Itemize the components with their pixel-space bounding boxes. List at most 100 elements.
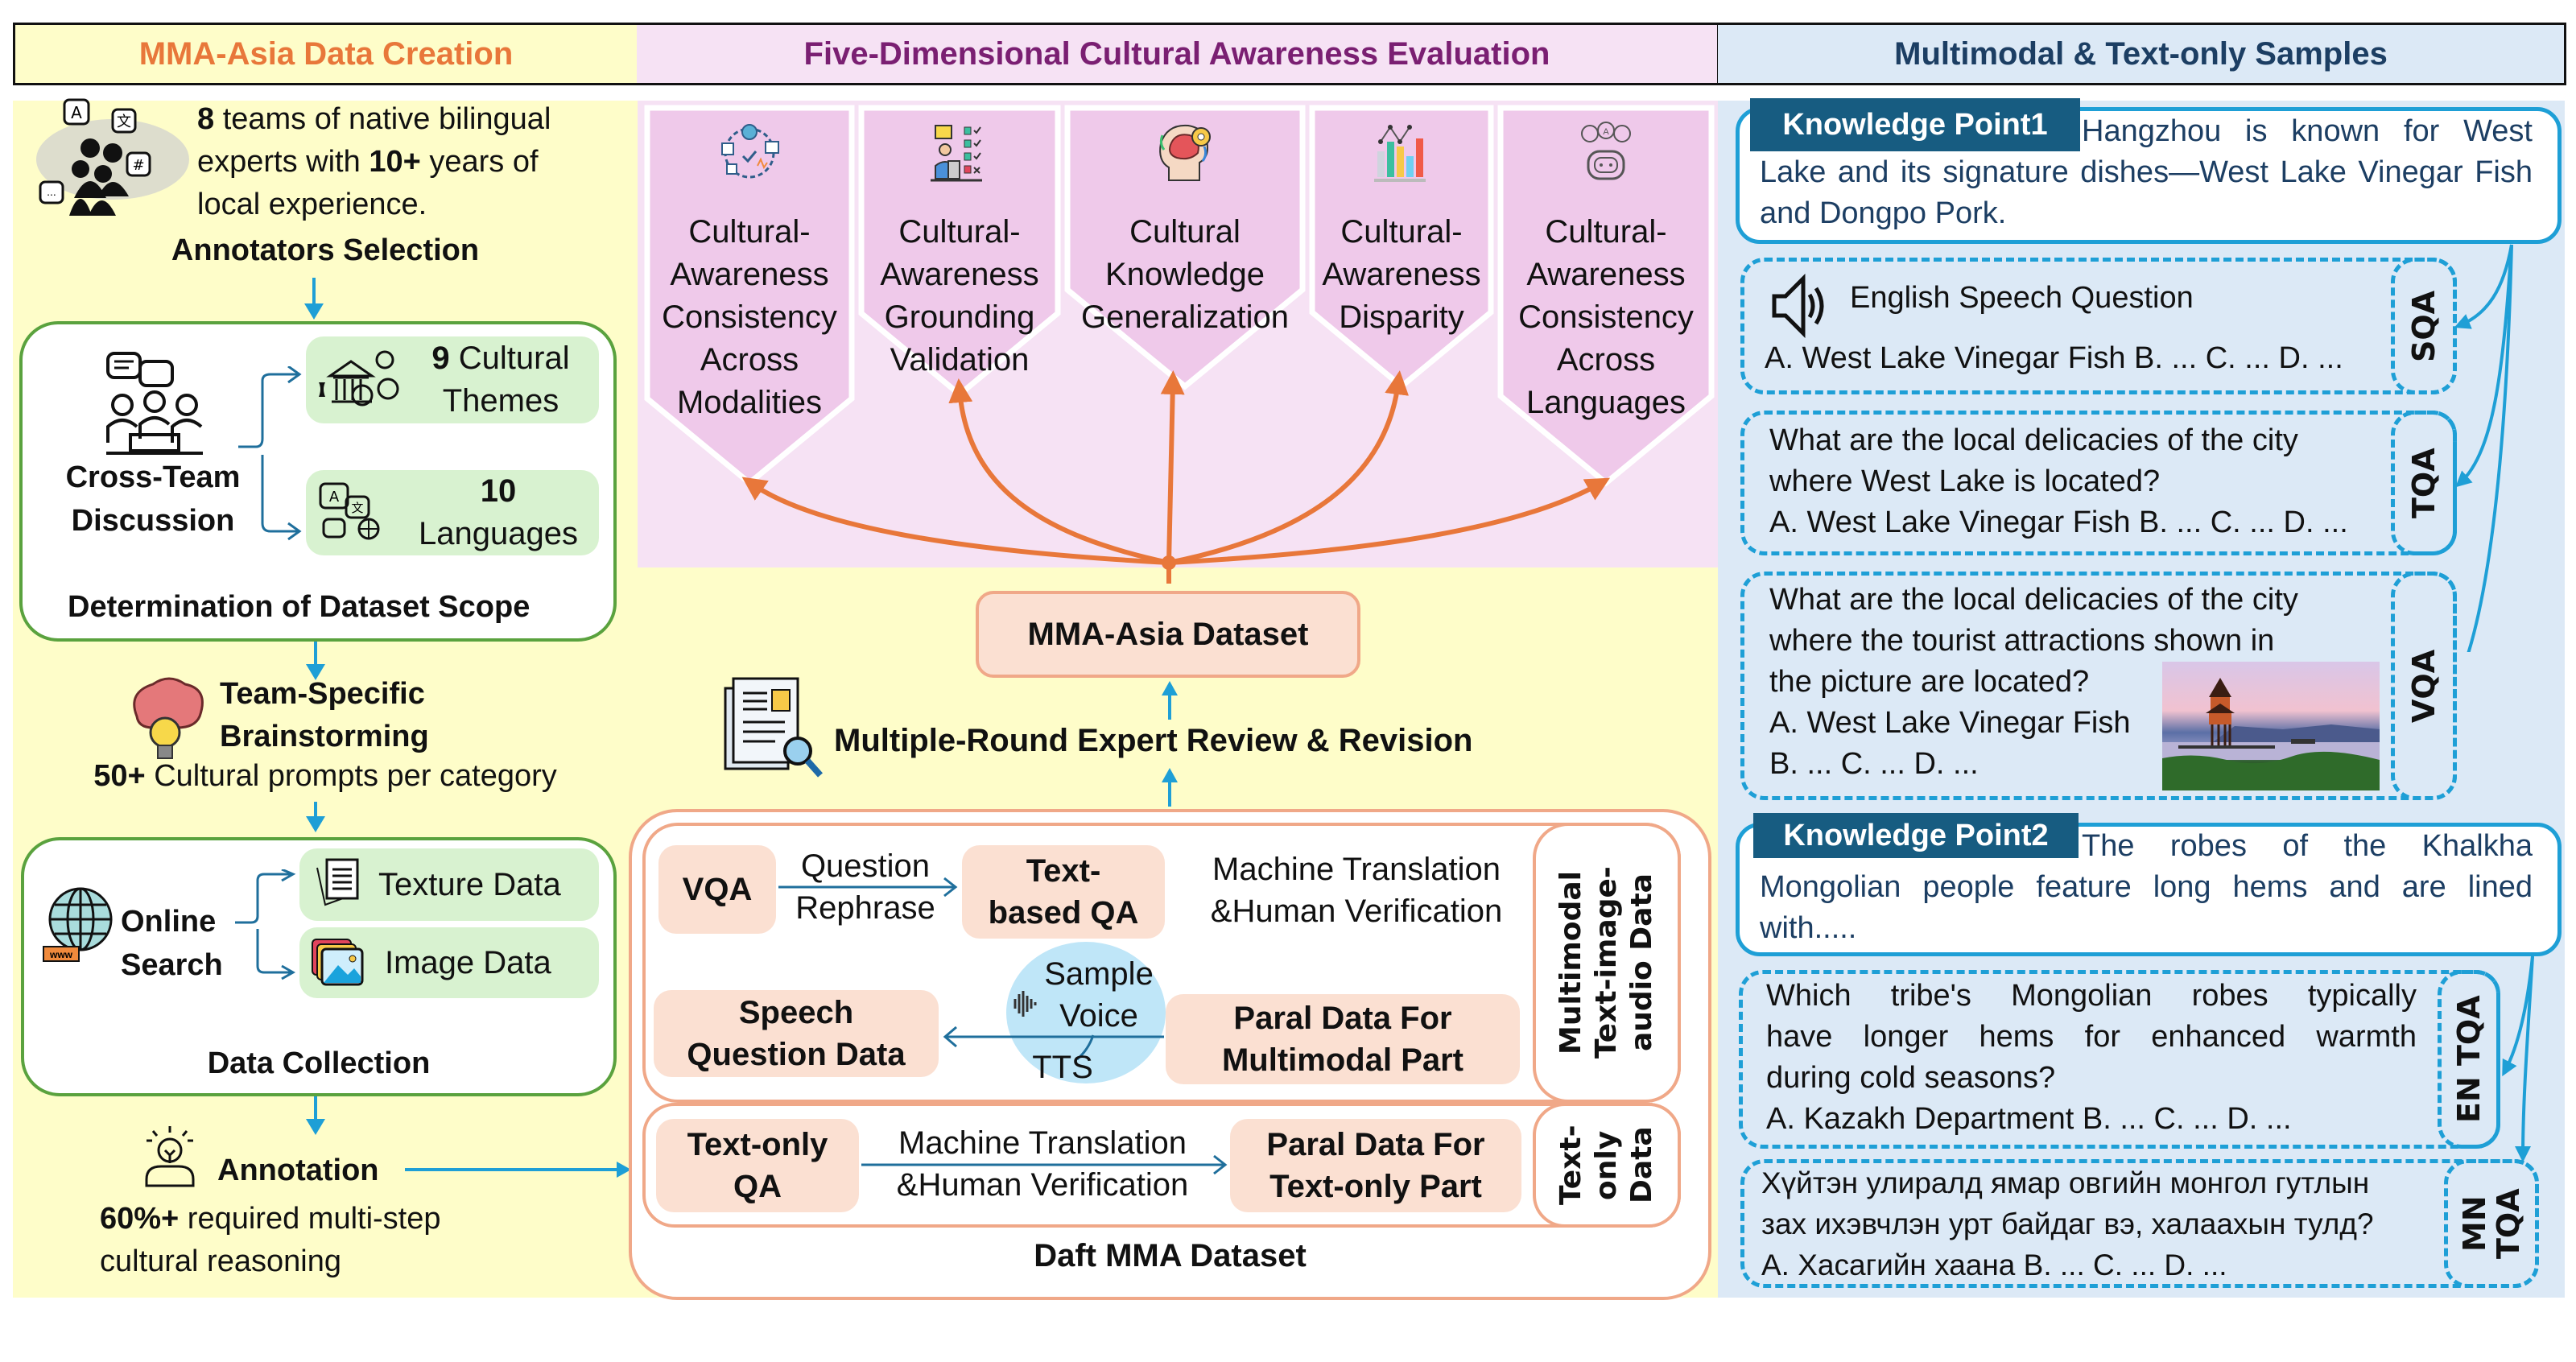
dimension-label-line: Generalization: [1081, 299, 1289, 335]
tqa-options: A. West Lake Vinegar Fish B. ... C. ... …: [1769, 506, 2348, 539]
brain-gear-icon: [1159, 124, 1211, 181]
to-side-line-2: only: [1590, 1130, 1623, 1200]
vqa-line-1: What are the local delicacies of the cit…: [1769, 583, 2298, 617]
mn-label-1: MN: [2457, 1195, 2492, 1252]
annotators-selection-title: Annotators Selection: [171, 233, 480, 267]
review-arrowhead: [1162, 681, 1178, 695]
dimension-label-line: Validation: [890, 342, 1030, 378]
expert-review-label: Multiple-Round Expert Review & Revision: [834, 723, 1473, 758]
dimension-label-line: Cultural-: [898, 214, 1021, 250]
sqa-label: SQA: [2406, 290, 2442, 362]
data-creation-header: MMA-Asia Data Creation: [13, 23, 639, 85]
mt-verification-label-1: Machine Translation&Human Verification: [1183, 848, 1530, 932]
dimension-label-line: Knowledge: [1105, 257, 1265, 292]
svg-text:A: A: [1603, 127, 1609, 137]
en-tqa-label-box: EN TQA: [2438, 970, 2500, 1149]
dimension-label-line: Awareness: [1322, 257, 1481, 292]
mt1-line-1: Machine Translation: [1212, 852, 1501, 887]
annotation-to-draft-arrow: [405, 1168, 618, 1171]
texture-data-box: Texture Data: [299, 848, 599, 921]
speaker-icon: [1772, 274, 1824, 338]
rephrase-line-1: Question: [800, 848, 931, 884]
data-collection-title: Data Collection: [207, 1046, 431, 1080]
vqa-line-3: the picture are located?: [1769, 665, 2090, 699]
arrow-to-dim-5: [1168, 477, 1611, 565]
speech-line-2: Question Data: [687, 1037, 906, 1072]
tqa-line-2: where West Lake is located?: [1769, 464, 2161, 498]
en-tqa-question-text: Which tribe's Mongolian robes typically …: [1766, 976, 2417, 1140]
discussion-line-1: Cross-Team: [65, 460, 241, 494]
dimension-card-shape: [644, 105, 855, 487]
brainstorm-title: Team-Specific Brainstorming: [220, 673, 542, 758]
dimension-card-shape: [1497, 105, 1715, 487]
document-icon: [316, 858, 359, 906]
svg-text:www: www: [49, 949, 73, 960]
waveform-icon: [1013, 991, 1037, 1017]
flow-arrow-1: [304, 278, 324, 320]
to-side-line-3: Data: [1625, 1126, 1658, 1204]
dimension-label-line: Across: [700, 342, 799, 378]
knowledge-point-1-text: Hangzhou is known for West Lake and its …: [1760, 114, 2533, 230]
textonly-line-1: Text-only: [687, 1127, 828, 1162]
brainstorm-desc-text: Cultural prompts per category: [145, 759, 557, 793]
texture-data-label: Texture Data: [378, 866, 561, 902]
vqa-options-bcd: B. ... C. ... D. ...: [1769, 747, 1979, 781]
sample-voice-line-1: Sample: [1044, 956, 1154, 992]
annotators-icon: A 文 # ...: [32, 95, 193, 224]
discussion-icon: [98, 342, 211, 455]
kp1-connector-arrows: [2454, 244, 2513, 652]
multimodal-icon: [721, 124, 779, 179]
annotators-description: 8 teams of native bilingual experts with…: [197, 98, 608, 226]
mn-tqa-line-1: Хүйтэн улиралд ямар овгийн монгол гутлын: [1761, 1166, 2370, 1199]
dimension-label-line: Cultural-: [1545, 214, 1667, 250]
search-line-1: Online: [121, 905, 217, 939]
cultural-themes-box: 9 Cultural Themes: [306, 336, 599, 423]
tts-label: TTS: [1032, 1050, 1093, 1085]
dimension-label-line: Modalities: [676, 385, 823, 420]
text-qa-line-1: Text-: [1026, 853, 1101, 889]
text-only-translation-arrow: [861, 1154, 1228, 1175]
en-tqa-line-2: have longer hems for enhanced warmth: [1766, 1020, 2417, 1054]
themes-count: 9: [431, 340, 450, 376]
dimension-label-line: Cultural-: [688, 214, 811, 250]
search-line-2: Search: [121, 948, 223, 982]
dimension-label-line: Cultural: [1129, 214, 1241, 250]
sample-voice-bubble: [1006, 942, 1166, 1083]
mt2-line-1: Machine Translation: [898, 1125, 1187, 1161]
rephrase-line-2: Rephrase: [795, 890, 935, 926]
tqa-question-text: What are the local delicacies of the cit…: [1769, 420, 2389, 543]
mm-side-line-1: Multimodal: [1554, 871, 1587, 1055]
kp2-connector-arrows: [2502, 955, 2534, 1162]
data-creation-panel: [13, 101, 638, 1298]
en-tqa-options: A. Kazakh Department B. ... C. ... D. ..…: [1766, 1102, 2292, 1136]
themes-text-1: Cultural: [449, 340, 570, 376]
evaluation-arrows: [741, 370, 1611, 584]
robot-language-icon: A: [1581, 122, 1631, 180]
dimension-label-line: Consistency: [1518, 299, 1694, 335]
languages-text: Languages: [419, 516, 578, 551]
dimension-card-shape: [858, 105, 1061, 398]
paral-to-line-2: Text-only Part: [1269, 1169, 1482, 1204]
years-count: 10+: [369, 145, 421, 179]
brainstorm-description: 50+ Cultural prompts per category: [13, 755, 638, 798]
themes-text-2: Themes: [442, 383, 559, 419]
image-data-label: Image Data: [385, 944, 551, 980]
scope-branch-arrows: [238, 366, 302, 541]
flow-arrow-3: [306, 802, 325, 832]
vqa-line-2: where the tourist attractions shown in: [1769, 624, 2275, 658]
textonly-line-2: QA: [733, 1169, 782, 1204]
svg-text:文: 文: [117, 114, 131, 130]
